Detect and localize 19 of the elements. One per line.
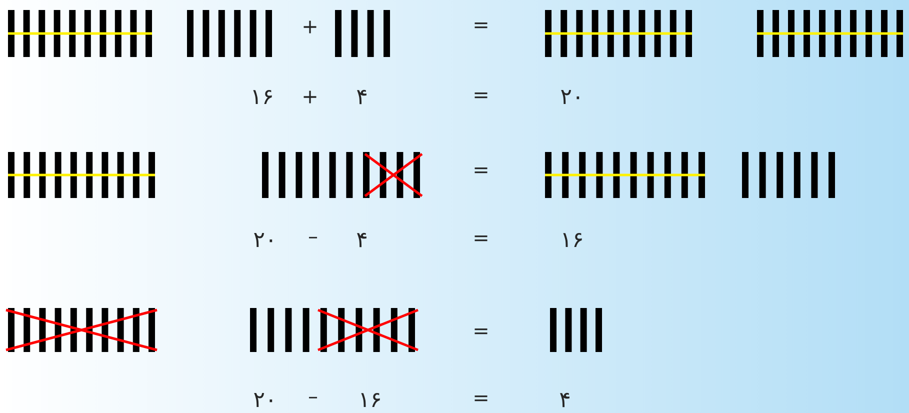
math-symbol: = bbox=[474, 167, 488, 174]
math-symbol: ۴ bbox=[356, 232, 366, 248]
math-symbol: ۱۶ bbox=[253, 90, 272, 104]
math-symbol: ۲۰ bbox=[561, 90, 580, 104]
math-symbol: = bbox=[474, 92, 488, 98]
math-symbol: + bbox=[304, 20, 316, 34]
math-symbol: = bbox=[474, 328, 488, 334]
math-symbol: ۴ bbox=[356, 90, 366, 104]
math-symbol: = bbox=[474, 22, 488, 28]
math-symbol: ۱۶ bbox=[563, 232, 582, 248]
math-symbol: – bbox=[308, 236, 318, 238]
math-symbol: = bbox=[474, 235, 488, 242]
math-symbol: ۴ bbox=[560, 392, 570, 408]
math-symbol: ۲۰ bbox=[254, 393, 272, 407]
math-symbol: – bbox=[308, 396, 318, 398]
math-symbol: + bbox=[304, 90, 316, 104]
math-symbol: ۱۶ bbox=[361, 392, 380, 408]
math-symbol: = bbox=[474, 395, 488, 402]
math-symbol: ۲۰ bbox=[254, 233, 272, 247]
